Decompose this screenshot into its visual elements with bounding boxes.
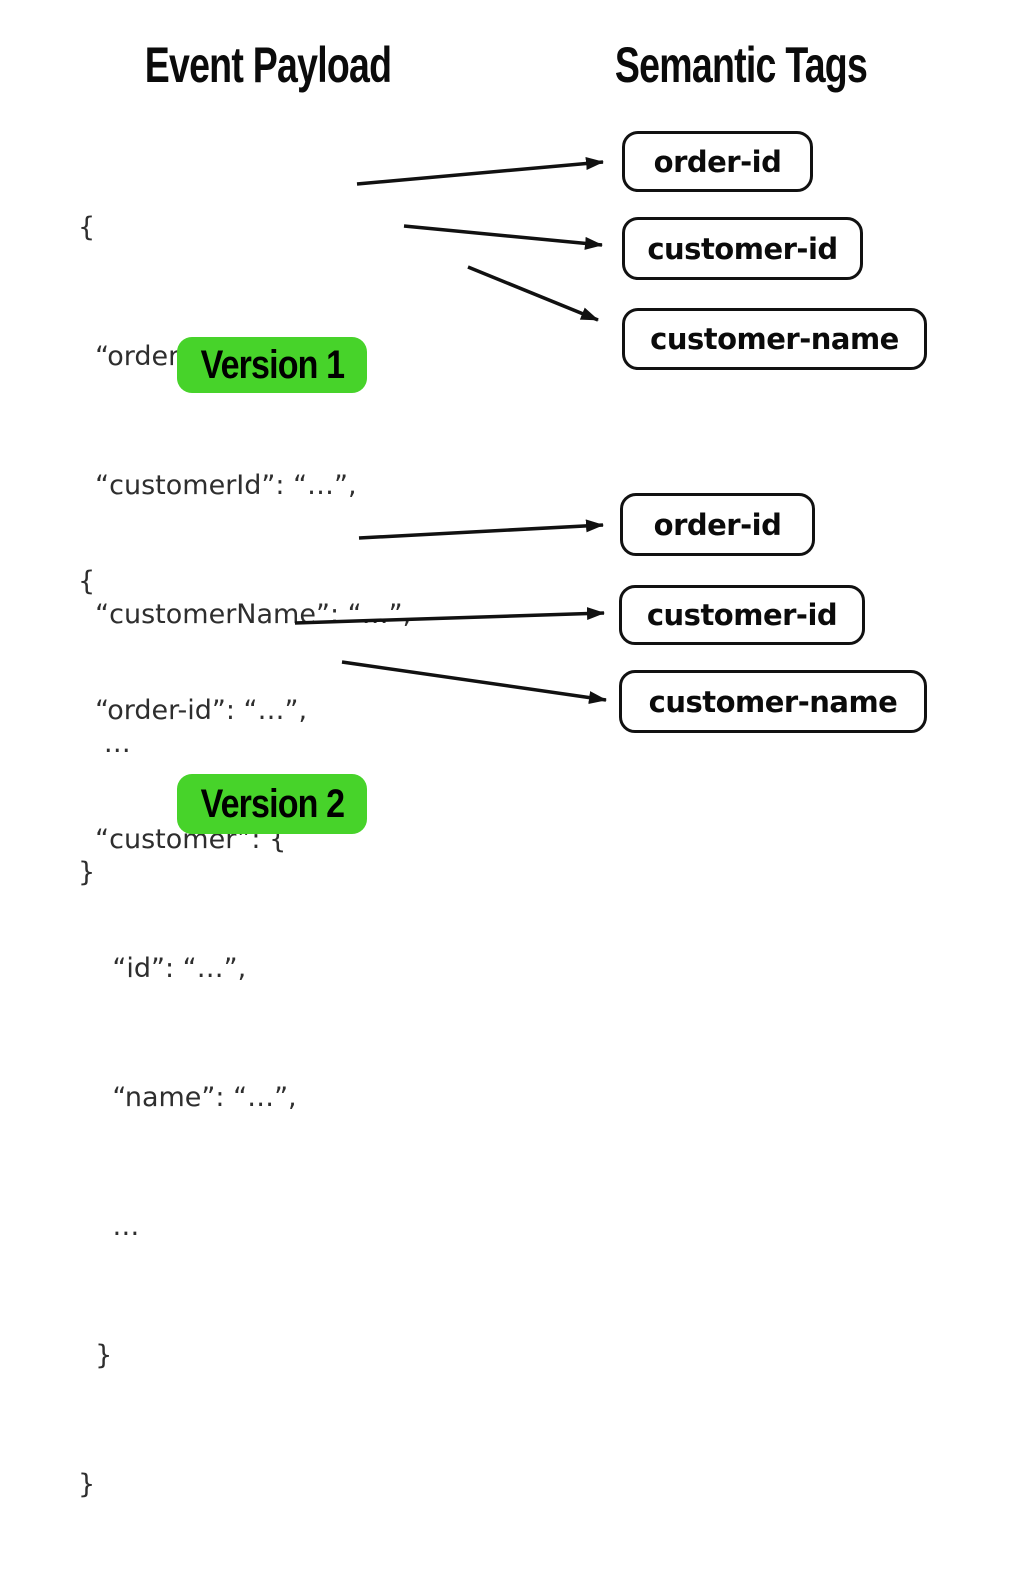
semantic-tags-column-title: Semantic Tags [614, 37, 868, 93]
code-line-name: “name”: “…”, [78, 1082, 297, 1113]
event-payload-v2-code: { “order-id”: “…”, “customer”: { “id”: “… [78, 474, 307, 1592]
code-line-ellipsis: … [78, 728, 131, 759]
tag-customer-id-v2: customer-id [619, 585, 865, 645]
code-line-id: “id”: “…”, [78, 953, 247, 984]
code-line-open-brace: { [78, 212, 96, 243]
code-line-customer-id: “customerId”: “…”, [78, 470, 357, 501]
version-1-badge: Version 1 [177, 337, 367, 393]
code-line-close-brace: } [78, 1469, 96, 1500]
code-line-inner-close-brace: } [78, 1340, 113, 1371]
version-2-badge-label: Version 2 [200, 781, 344, 826]
tag-customer-id-v1: customer-id [622, 217, 863, 280]
diagram-canvas: Event Payload Semantic Tags { “order-id”… [78, 37, 927, 1500]
code-line-order-id: “order-id”: “…”, [78, 695, 308, 726]
tag-order-id-v1: order-id [622, 131, 813, 192]
code-line-open-brace: { [78, 566, 96, 597]
tag-order-id-v2: order-id [620, 493, 815, 556]
arrow-customer-name-v1 [467, 265, 599, 322]
tag-customer-name-v1: customer-name [622, 308, 927, 370]
version-2-badge: Version 2 [177, 774, 367, 834]
code-line-ellipsis: … [78, 1211, 140, 1242]
tag-customer-name-v2: customer-name [619, 670, 927, 733]
version-1-badge-label: Version 1 [200, 342, 344, 387]
arrow-customer-id-v1 [403, 224, 603, 250]
event-payload-column-title: Event Payload [144, 37, 392, 93]
